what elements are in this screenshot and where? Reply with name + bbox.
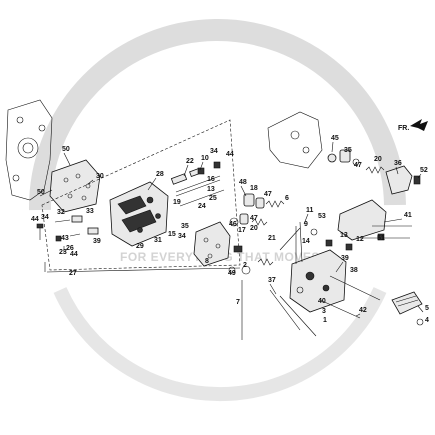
watermark-ring-lower [53, 287, 387, 402]
callout-c19: 19 [173, 199, 181, 206]
callout-c52: 52 [420, 167, 428, 174]
callout-c2: 2 [243, 262, 247, 269]
separator-plate [49, 159, 101, 213]
callout-c41: 41 [404, 212, 412, 219]
callout-c47b: 47 [250, 215, 258, 222]
callout-c31: 31 [154, 237, 162, 244]
valve-body-group-frame [41, 119, 241, 273]
callout-c34c: 34 [210, 148, 218, 155]
callout-c14: 14 [302, 238, 310, 245]
callout-c47c: 47 [354, 162, 362, 169]
callout-c21: 21 [268, 235, 276, 242]
callout-c25: 25 [209, 195, 217, 202]
callout-c51: 51 [377, 235, 385, 242]
leader-lines [39, 141, 424, 317]
callout-c39b: 39 [341, 255, 349, 262]
watermark-ring [28, 19, 406, 211]
callout-c33: 33 [86, 208, 94, 215]
collars-middle [228, 193, 285, 274]
callout-c26: 26 [66, 245, 74, 252]
main-valve-body [109, 181, 169, 247]
spool-valves-upper [170, 161, 225, 207]
callout-c37: 37 [268, 277, 276, 284]
callout-c5: 5 [425, 305, 429, 312]
callout-c40: 40 [318, 298, 326, 305]
callout-c32: 32 [57, 209, 65, 216]
callout-c39: 39 [93, 238, 101, 245]
bolts-left [36, 215, 99, 252]
callout-c20: 20 [250, 225, 258, 232]
callout-c20b: 20 [374, 156, 382, 163]
callout-c6: 6 [285, 195, 289, 202]
callout-c27: 27 [69, 270, 77, 277]
callout-c50b: 50 [37, 189, 45, 196]
callout-c42: 42 [359, 307, 367, 314]
front-direction-label: FR. [398, 125, 409, 132]
arrow-icon [410, 119, 428, 131]
upper-right-parts [327, 149, 421, 195]
callout-c49: 49 [228, 270, 236, 277]
callout-c4: 4 [425, 317, 429, 324]
secondary-valve-body [279, 221, 347, 313]
callout-c44a: 44 [31, 216, 39, 223]
callout-c48: 48 [239, 179, 247, 186]
right-manifold [310, 199, 412, 251]
callout-c13: 13 [207, 186, 215, 193]
callout-c34b: 34 [178, 233, 186, 240]
transmission-housing-left [5, 99, 53, 201]
long-bolts-lower [241, 258, 381, 340]
callout-c44c: 44 [226, 151, 234, 158]
callout-c35b: 35 [344, 147, 352, 154]
transmission-housing-right [267, 111, 323, 169]
callout-c7: 7 [236, 299, 240, 306]
callout-c44b: 44 [70, 251, 78, 258]
callout-c34: 34 [41, 214, 49, 221]
callout-c45: 45 [331, 135, 339, 142]
callout-c8: 8 [205, 258, 209, 265]
callout-c43: 43 [61, 235, 69, 242]
callout-c36: 36 [394, 160, 402, 167]
callout-c35: 35 [181, 223, 189, 230]
callout-c17: 17 [238, 227, 246, 234]
secondary-plate [193, 221, 231, 267]
callout-c10: 10 [201, 155, 209, 162]
callout-c18: 18 [250, 185, 258, 192]
callout-c23: 23 [59, 249, 67, 256]
callout-c15: 15 [168, 231, 176, 238]
callout-c1: 1 [323, 317, 327, 324]
callout-c24: 24 [198, 203, 206, 210]
callout-c16: 16 [207, 176, 215, 183]
callout-c47a: 47 [264, 191, 272, 198]
callout-c38: 38 [350, 267, 358, 274]
callout-c22: 22 [186, 158, 194, 165]
callout-c53: 53 [318, 213, 326, 220]
strainer-pad [391, 291, 424, 326]
callout-c28: 28 [156, 171, 164, 178]
callout-c11: 11 [306, 207, 314, 214]
callout-c29: 29 [136, 243, 144, 250]
callout-c30: 30 [96, 173, 104, 180]
callout-c46: 46 [229, 221, 237, 228]
callout-c9: 9 [304, 221, 308, 228]
callout-c13b: 13 [340, 232, 348, 239]
callout-c12: 12 [356, 236, 364, 243]
front-direction-arrow: FR. [398, 119, 428, 132]
callout-c50a: 50 [62, 146, 70, 153]
callout-c3: 3 [322, 308, 326, 315]
